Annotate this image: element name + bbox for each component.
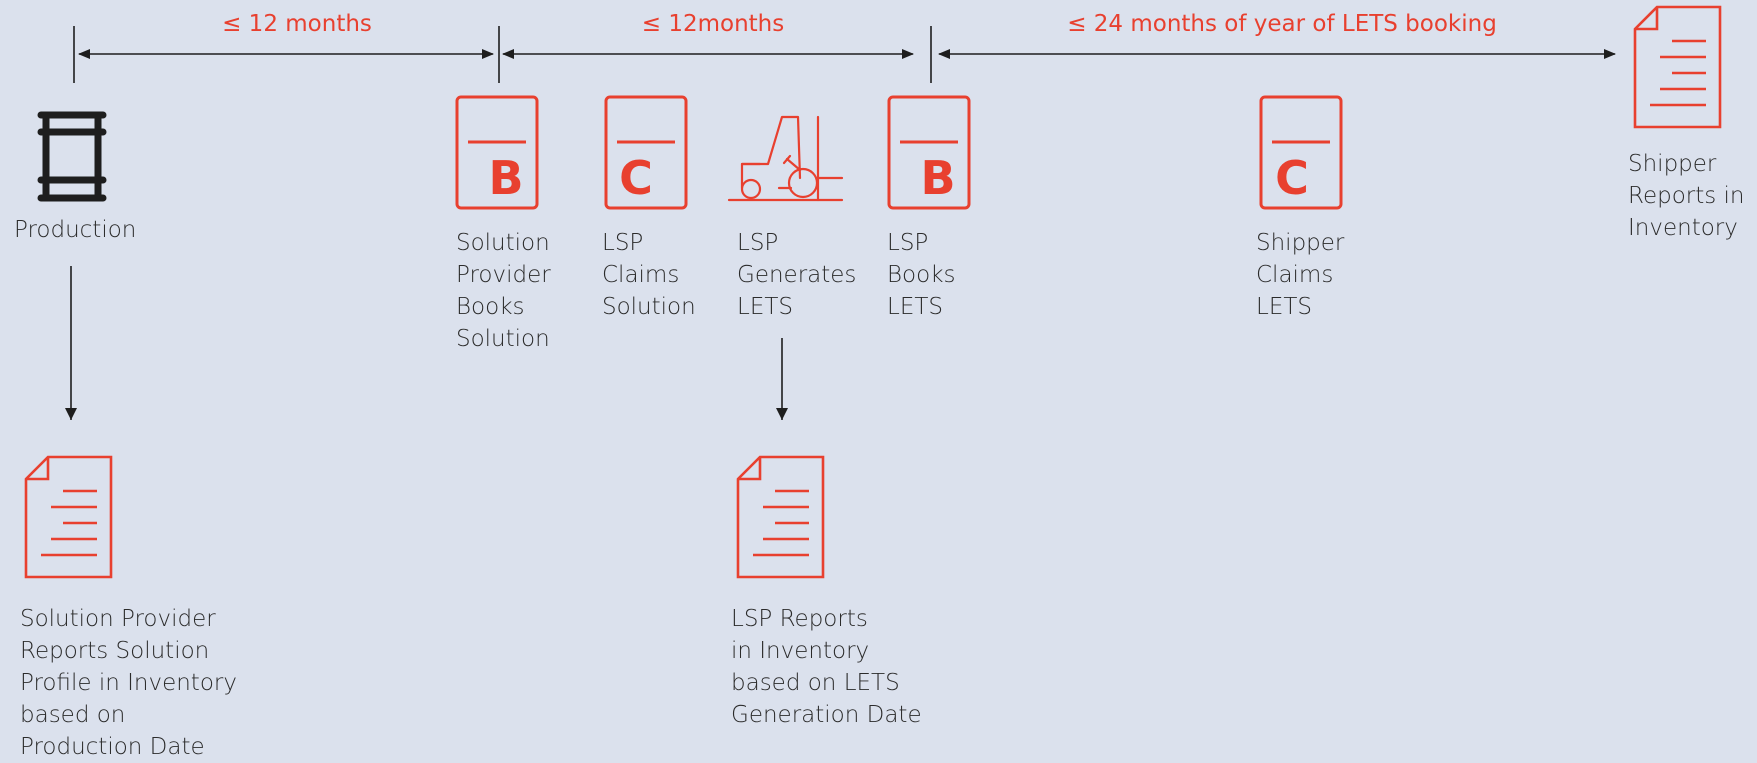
- sp-report-label: Solution Provider Reports Solution Profi…: [20, 606, 237, 760]
- sp-books-solution-label: Solution Provider Books Solution: [456, 230, 551, 352]
- document-icon: [736, 455, 825, 579]
- lsp-books-lets-label: LSP Books LETS: [887, 230, 956, 320]
- document-icon: [24, 455, 113, 579]
- shipper-claims-lets-label: Shipper Claims LETS: [1256, 230, 1345, 320]
- svg-text:C: C: [619, 151, 653, 205]
- claim-c-icon: C: [1259, 95, 1343, 210]
- duration-label-1: ≤ 12 months: [222, 11, 372, 37]
- document-icon: [1633, 5, 1722, 129]
- timeline-ticks: [73, 26, 932, 83]
- forklift-icon: [727, 115, 844, 202]
- book-b-icon: B: [887, 95, 971, 210]
- duration-label-2: ≤ 12months: [641, 11, 785, 37]
- svg-text:C: C: [1275, 151, 1309, 205]
- svg-text:B: B: [920, 151, 955, 205]
- duration-label-3: ≤ 24 months of year of LETS booking: [1067, 11, 1497, 37]
- svg-text:B: B: [488, 151, 523, 205]
- barrel-icon: [37, 111, 107, 202]
- shipper-reports-label: Shipper Reports in Inventory: [1628, 151, 1745, 241]
- lsp-report-label: LSP Reports in Inventory based on LETS G…: [731, 606, 922, 728]
- claim-c-icon: C: [604, 95, 688, 210]
- book-b-icon: B: [455, 95, 539, 210]
- lsp-generates-lets-label: LSP Generates LETS: [737, 230, 857, 320]
- lsp-claims-solution-label: LSP Claims Solution: [602, 230, 696, 320]
- production-label: Production: [14, 217, 137, 243]
